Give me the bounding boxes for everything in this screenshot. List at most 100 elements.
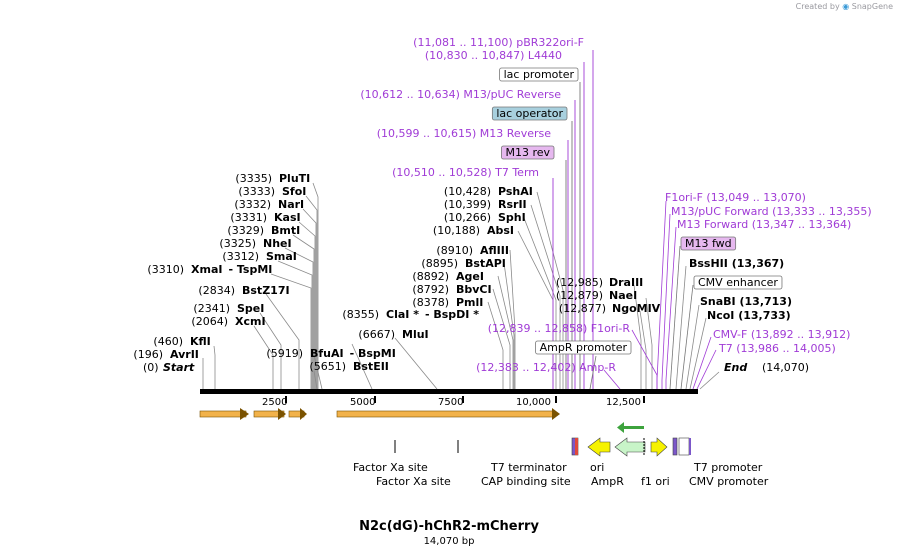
credit-prefix: Created by [795,2,840,11]
right-feature-f1ori-f-13-049-13-070: F1ori-F (13,049 .. 13,070) [665,191,806,204]
end-position: (14,070) [762,361,809,374]
top-features: (11,081 .. 11,100) pBR322ori-F(10,830 ..… [360,36,584,179]
right-feature-cmv-enhancer: CMV enhancer [698,276,778,289]
right-feature-ncoi-13-733: NcoI (13,733) [707,309,791,322]
ruler-label-7500: 7500 [438,397,463,408]
left-site-tspmi: - TspMI [228,263,272,276]
map-length: 14,070 bp [424,536,475,547]
backbone-line [200,389,698,394]
mid-left-site-clai: ClaI * [386,308,419,321]
label-f1-ori: f1 ori [641,475,670,488]
bottom-labels: Factor Xa site T7 terminator ori T7 prom… [353,461,769,488]
top-feature-10-830-10-847-l4440: (10,830 .. 10,847) L4440 [425,49,562,62]
ori-arrow [587,437,611,457]
top-feature-10-599-10-615-m13-reverse: (10,599 .. 10,615) M13 Reverse [377,127,551,140]
ruler-label-5000: 5000 [350,397,375,408]
left-enzyme-sites: (3335)PluTI(3333)SfoI(3332)NarI(3331)Kas… [133,172,310,361]
mid-site-afliii: AflIII [480,244,509,257]
mid-site-rsrii: RsrII [498,198,527,211]
feature-blocks [571,437,691,457]
label-t7-promoter: T7 promoter [693,461,763,474]
mid-site-pos: (10,399) [444,198,491,211]
right-mid-site-draiii: DraIII [609,276,643,289]
left-site-kasi: KasI [274,211,301,224]
map-title: N2c(dG)-hChR2-mCherry [359,519,539,534]
top-feature-lac-operator: lac operator [496,107,563,120]
orf-arrow [199,410,247,418]
top-feature-10-612-10-634-m13-puc-reverse: (10,612 .. 10,634) M13/pUC Reverse [360,88,561,101]
right-feature-bsshii-13-367: BssHII (13,367) [689,257,784,270]
left-site-sfoi: SfoI [282,185,306,198]
snapgene-logo-icon: ◉ [842,2,850,11]
right-mid-features: (12,985)DraIII(12,879)NaeI(12,877)NgoMIV… [476,276,661,374]
right-mid-site-pos: (12,877) [559,302,606,315]
mid-site-pos: (10,188) [433,224,480,237]
f1-ori-arrow [650,437,668,457]
feature-ticks [394,440,459,453]
credit-brand: SnapGene [851,2,893,11]
top-feature-box [501,145,555,160]
top-feature-lac-promoter: lac promoter [504,68,575,81]
mid-site-pos: (8792) [412,283,449,296]
right-feature-leaders [656,200,720,390]
left-site-pos: (3310) [147,263,184,276]
mid-left-site-bsteii: BstEII [353,360,389,373]
credit: Created by ◉ SnapGene [796,2,893,11]
right-feature-box [680,236,737,251]
right-features: F1ori-F (13,049 .. 13,070)M13/pUC Forwar… [665,191,872,355]
mid-left-site-pos: (5919) [266,347,303,360]
label-t7-terminator: T7 terminator [490,461,567,474]
top-feature-box [491,106,568,121]
right-mid-feature-12-839-12-858-f1ori-r: (12,839 .. 12,858) F1ori-R [488,322,631,335]
mid-left-site-pos: (5651) [309,360,346,373]
mid-site-pos: (10,266) [444,211,491,224]
right-feature-m13-puc-forward-13-333-13-355: M13/pUC Forward (13,333 .. 13,355) [671,205,872,218]
left-site-pluti: PluTI [279,172,310,185]
left-site-pos: (3312) [222,250,259,263]
ruler-label-12500: 12,500 [606,397,641,408]
left-site-avrii: AvrII [170,348,199,361]
backbone-bottom-edge [200,392,698,394]
top-feature-10-510-10-528-t7-term: (10,510 .. 10,528) T7 Term [392,166,539,179]
left-site-pos: (3331) [230,211,267,224]
right-mid-site-pos: (12,985) [556,276,603,289]
start-label: Start [163,361,195,374]
mid-site-pos: (8378) [412,296,449,309]
left-site-kfli: KflI [190,335,211,348]
right-mid-feature-box [535,340,632,355]
mid-enzyme-sites: (10,428)PshAI(10,399)RsrII(10,266)SphI(1… [412,185,532,309]
left-site-nari: NarI [278,198,304,211]
label-factor-xa-site: Factor Xa site [353,461,428,474]
orf-arrowhead [278,408,286,420]
mid-left-enzyme-sites: (8355)ClaI *- BspDI *(6667)MluI(5919)Bfu… [266,308,479,373]
left-site-pos: (2341) [193,302,230,315]
mid-site-agei: AgeI [456,270,484,283]
green-arrow [620,426,644,429]
right-feature-box [693,275,783,290]
orf-arrowhead [300,408,307,420]
green-arrowhead [617,422,624,433]
mid-site-pos: (8910) [436,244,473,257]
left-site-pos: (3335) [235,172,272,185]
right-mid-site-naei: NaeI [609,289,637,302]
mid-site-absi: AbsI [487,224,514,237]
mid-site-pmli: PmlI [456,296,483,309]
ruler: 2500 5000 7500 10,000 12,500 [262,396,645,408]
orf-arrow-large [336,410,554,418]
label-factor-xa-site-2: Factor Xa site [376,475,451,488]
top-feature-m13-rev: M13 rev [505,146,550,159]
right-feature-cmv-f-13-892-13-912: CMV-F (13,892 .. 13,912) [713,328,850,341]
orf-arrowhead [240,408,249,420]
ruler-label-10000: 10,000 [516,397,551,408]
orf-arrowhead [552,408,560,420]
left-site-smai: SmaI [266,250,297,263]
left-site-pos: (2834) [198,284,235,297]
cmv-enhancer-block [678,437,690,456]
orf-arrows [199,408,644,433]
left-site-leaders [202,182,438,390]
left-site-xmai: XmaI [191,263,222,276]
left-site-pos: (3333) [238,185,275,198]
right-mid-feature-ampr-promoter: AmpR promoter [540,341,628,354]
mid-left-site-pos: (6667) [358,328,395,341]
